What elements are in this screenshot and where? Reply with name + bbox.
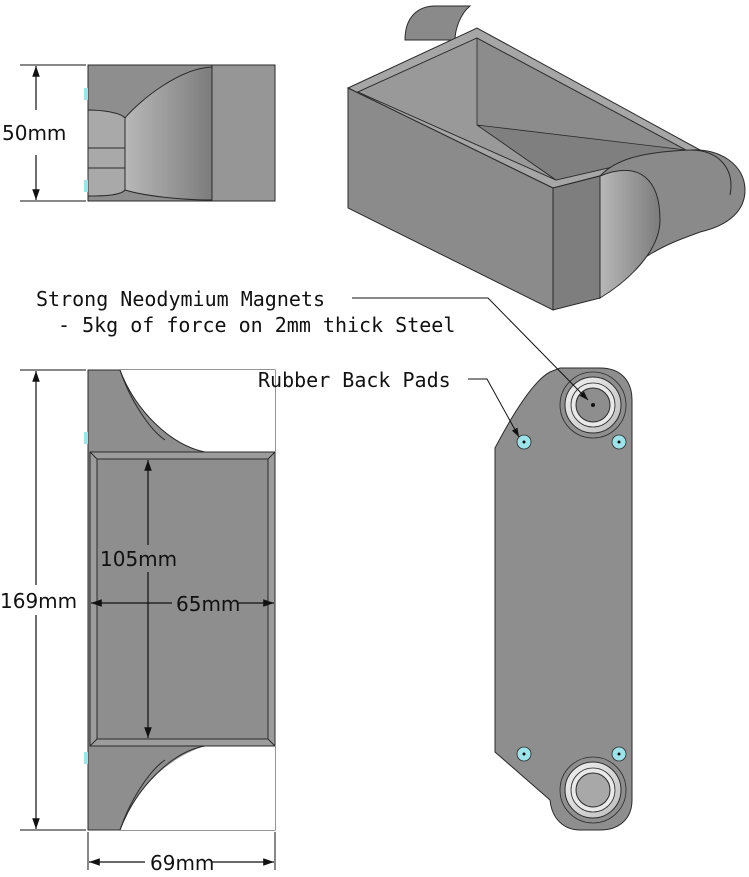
callout-back-pads: Rubber Back Pads — [258, 368, 451, 392]
back-pad-marker — [84, 180, 88, 192]
rubber-pad — [611, 746, 627, 762]
rubber-pad — [611, 434, 627, 450]
back-pad-marker — [84, 432, 88, 444]
callouts: Strong Neodymium Magnets - 5kg of force … — [36, 287, 589, 438]
rubber-pad — [516, 434, 532, 450]
rubber-pad — [516, 746, 532, 762]
front-view: 169mm 105mm 65mm 69mm — [0, 369, 276, 875]
side-view: 50mm — [2, 64, 276, 202]
back-pad-marker — [84, 752, 88, 764]
back-pad-marker — [84, 88, 88, 100]
magnet-bottom — [559, 756, 627, 824]
dim-front-width: 69mm — [150, 851, 214, 875]
dim-front-height: 169mm — [0, 589, 77, 613]
isometric-view — [346, 5, 746, 311]
leader-back-pads — [468, 378, 520, 438]
dim-pocket-width: 65mm — [176, 592, 240, 616]
dim-side-height: 50mm — [2, 121, 66, 145]
dim-pocket-height: 105mm — [100, 547, 177, 571]
back-view — [494, 367, 633, 831]
callout-magnets-line2: - 5kg of force on 2mm thick Steel — [58, 313, 455, 337]
leader-magnets — [352, 297, 589, 401]
callout-magnets-line1: Strong Neodymium Magnets — [36, 287, 325, 311]
